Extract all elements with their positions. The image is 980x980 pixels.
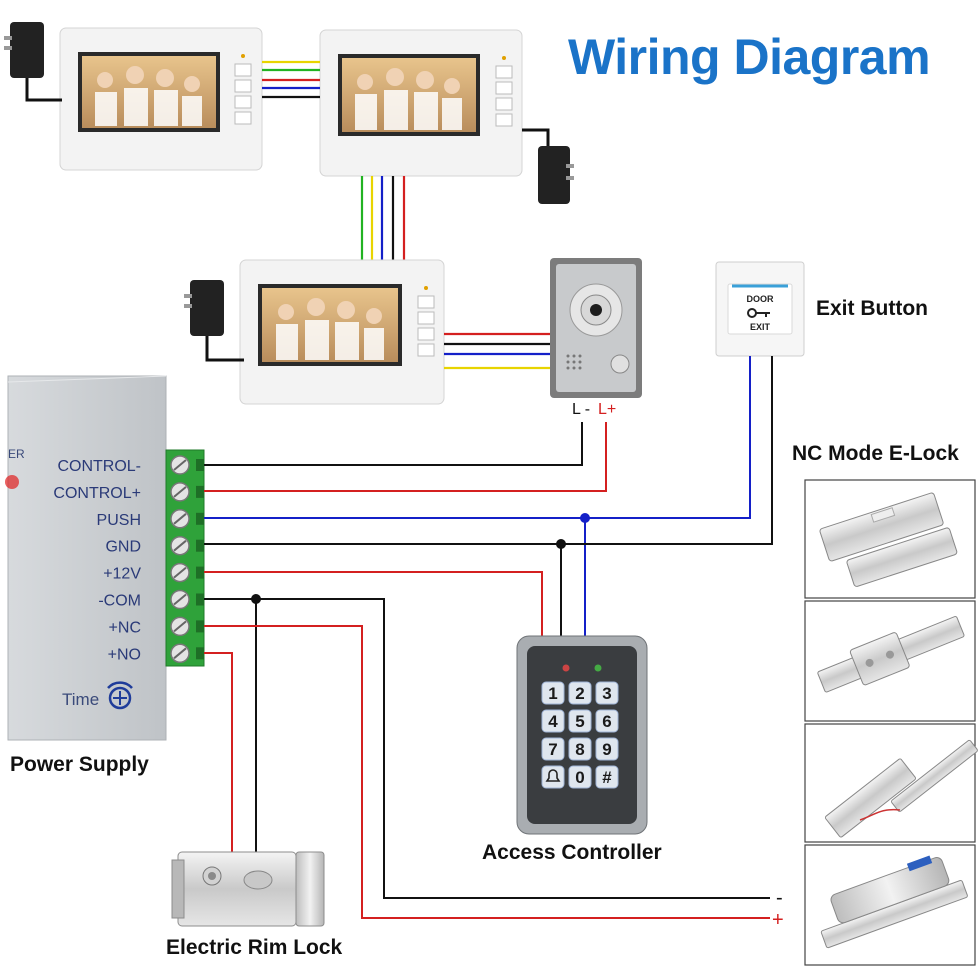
- terminal-screw-slot: [173, 486, 187, 498]
- keypad-key-label: 0: [575, 768, 584, 787]
- terminal-slot: [196, 593, 204, 606]
- indoor-monitor-1: [59, 27, 263, 171]
- keypad-key-label: 9: [602, 740, 611, 759]
- terminal-label: PUSH: [97, 512, 141, 529]
- nc-lock-panel-4: [804, 844, 976, 966]
- keypad-key: [541, 681, 565, 705]
- keypad-key-label: 4: [548, 712, 558, 731]
- indoor-monitor-3: [239, 259, 445, 405]
- keypad-key: [541, 709, 565, 733]
- terminal-label: CONTROL+: [53, 485, 141, 502]
- camera-lens-icon: [590, 304, 602, 316]
- keypad-key: [568, 765, 592, 789]
- keypad-key: [595, 765, 619, 789]
- wires-monitor1-monitor2: [262, 60, 320, 99]
- camera-l-plus-label: L+: [598, 401, 616, 418]
- terminal-screw-slot: [173, 620, 187, 633]
- terminal-label: +NC: [109, 619, 141, 636]
- exit-button-door-text: DOOR: [747, 294, 775, 304]
- terminal-screw-slot: [173, 459, 187, 471]
- call-button-icon: [610, 354, 630, 374]
- wire-junctions: [251, 513, 590, 604]
- terminal-screw-slot: [173, 513, 187, 525]
- power-supply-label: Power Supply: [10, 753, 149, 776]
- keypad-key: [595, 709, 619, 733]
- nc-lock-panel-2: [804, 600, 976, 722]
- terminal-slot: [196, 620, 204, 633]
- terminal-slot: [196, 459, 204, 471]
- wires-monitor2-monitor3: [360, 176, 406, 260]
- lock-minus-label: -: [776, 887, 783, 909]
- keypad-key-label: 8: [575, 740, 584, 759]
- keypad-key: [541, 737, 565, 761]
- terminal-label: +12V: [103, 566, 141, 583]
- bell-icon: [545, 769, 561, 782]
- terminal-slot: [196, 512, 204, 525]
- time-knob-icon: [107, 681, 133, 710]
- electric-rim-lock: [171, 851, 325, 927]
- keypad-key: [568, 709, 592, 733]
- terminal-screw-slot: [173, 539, 187, 552]
- keypad-key: [568, 681, 592, 705]
- keypad-key-label: #: [602, 768, 612, 787]
- keypad-key: [541, 765, 565, 789]
- keypad-key: [568, 737, 592, 761]
- indoor-monitor-2: [319, 29, 523, 177]
- exit-button-exit-text: EXIT: [750, 322, 771, 332]
- keypad-key: [595, 681, 619, 705]
- power-supply-edge-text: ER: [8, 447, 25, 461]
- nc-lock-panel-3: [804, 723, 978, 843]
- terminal-label: -COM: [98, 593, 141, 610]
- nc-lock-label: NC Mode E-Lock: [792, 442, 959, 465]
- terminal-screw-slot: [173, 593, 187, 606]
- keypad-key-label: 2: [575, 684, 584, 703]
- rim-lock-label: Electric Rim Lock: [166, 936, 343, 959]
- terminal-label: CONTROL-: [57, 458, 141, 475]
- keypad-key: [595, 737, 619, 761]
- terminal-label: +NO: [108, 646, 141, 663]
- terminal-slot: [196, 539, 204, 552]
- key-icon: [747, 308, 770, 318]
- nc-lock-panel-1: [804, 479, 976, 599]
- wires-monitor3-camera: [444, 332, 552, 370]
- terminal-slot: [196, 566, 204, 579]
- exit-button-label: Exit Button: [816, 297, 928, 320]
- psu-wiring: [204, 356, 773, 919]
- time-label: Time: [62, 690, 99, 709]
- keypad-key-label: 7: [548, 740, 557, 759]
- terminal-label: GND: [105, 539, 141, 556]
- terminal-block: [170, 455, 204, 664]
- power-adapter-3: [184, 280, 244, 362]
- terminal-screw-slot: [173, 647, 187, 660]
- page-title: Wiring Diagram: [568, 29, 931, 85]
- access-controller-label: Access Controller: [482, 841, 662, 864]
- terminal-slot: [196, 485, 204, 498]
- camera-l-minus-label: L -: [572, 401, 590, 418]
- terminal-screw-slot: [173, 566, 187, 579]
- keypad-key-label: 6: [602, 712, 611, 731]
- power-adapter-1: [4, 22, 62, 102]
- power-supply-unit: ER Time CONTROL- CONTROL+ PUSH GND +12V -COM +…: [5, 375, 205, 741]
- keypad-key-label: 3: [602, 684, 611, 703]
- outdoor-camera-unit: [550, 258, 642, 398]
- exit-button-device: DOOR EXIT: [715, 261, 805, 357]
- keypad-key-label: 1: [548, 684, 557, 703]
- keypad-key-label: 5: [575, 712, 584, 731]
- power-adapter-2: [522, 128, 574, 204]
- terminal-slot: [196, 647, 204, 660]
- lock-plus-label: +: [772, 909, 784, 931]
